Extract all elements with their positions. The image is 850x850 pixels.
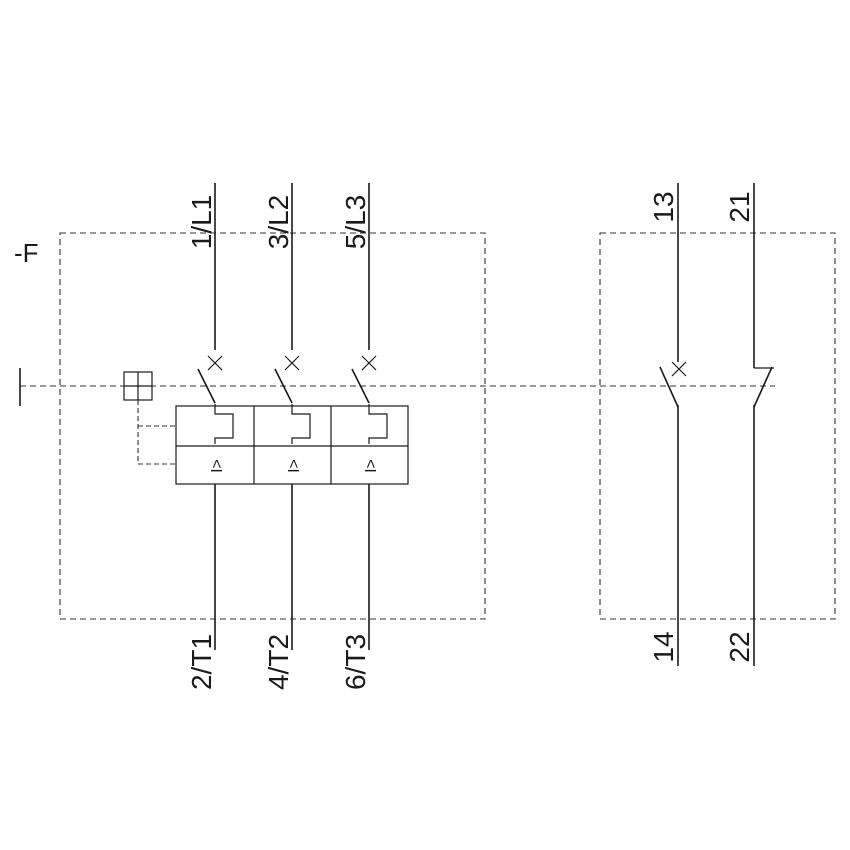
terminal-label-5-L3: 5/L3 (340, 195, 371, 250)
terminal-label-21: 21 (724, 191, 755, 222)
main-pole-1: I> (197, 183, 234, 650)
terminal-label-4-T2: 4/T2 (263, 634, 294, 690)
contact-cross-icon (671, 361, 687, 377)
main-pole-3: I> (351, 183, 388, 650)
device-tag: -F (14, 238, 39, 268)
aux-contacts-enclosure (599, 232, 836, 620)
trip-link-thermal (137, 400, 176, 465)
aux-contact-no (659, 183, 687, 666)
contact-cross-icon (284, 355, 300, 371)
contact-cross-icon (361, 355, 377, 371)
overcurrent-symbol: I> (209, 459, 226, 473)
thermal-element-icon (368, 404, 388, 444)
thermal-element-icon (291, 404, 311, 444)
main-poles-enclosure (59, 232, 486, 620)
thermal-element-icon (214, 404, 234, 444)
contact-cross-icon (207, 355, 223, 371)
terminal-label-1-L1: 1/L1 (186, 195, 217, 250)
terminal-label-2-T1: 2/T1 (186, 634, 217, 690)
terminal-label-6-T3: 6/T3 (340, 634, 371, 690)
terminal-label-3-L2: 3/L2 (263, 195, 294, 250)
main-pole-2: I> (274, 183, 311, 650)
terminal-label-13: 13 (648, 191, 679, 222)
overcurrent-symbol: I> (363, 459, 380, 473)
terminal-label-14: 14 (648, 631, 679, 662)
overcurrent-symbol: I> (286, 459, 303, 473)
terminal-label-22: 22 (724, 631, 755, 662)
aux-contact-nc (753, 183, 774, 666)
